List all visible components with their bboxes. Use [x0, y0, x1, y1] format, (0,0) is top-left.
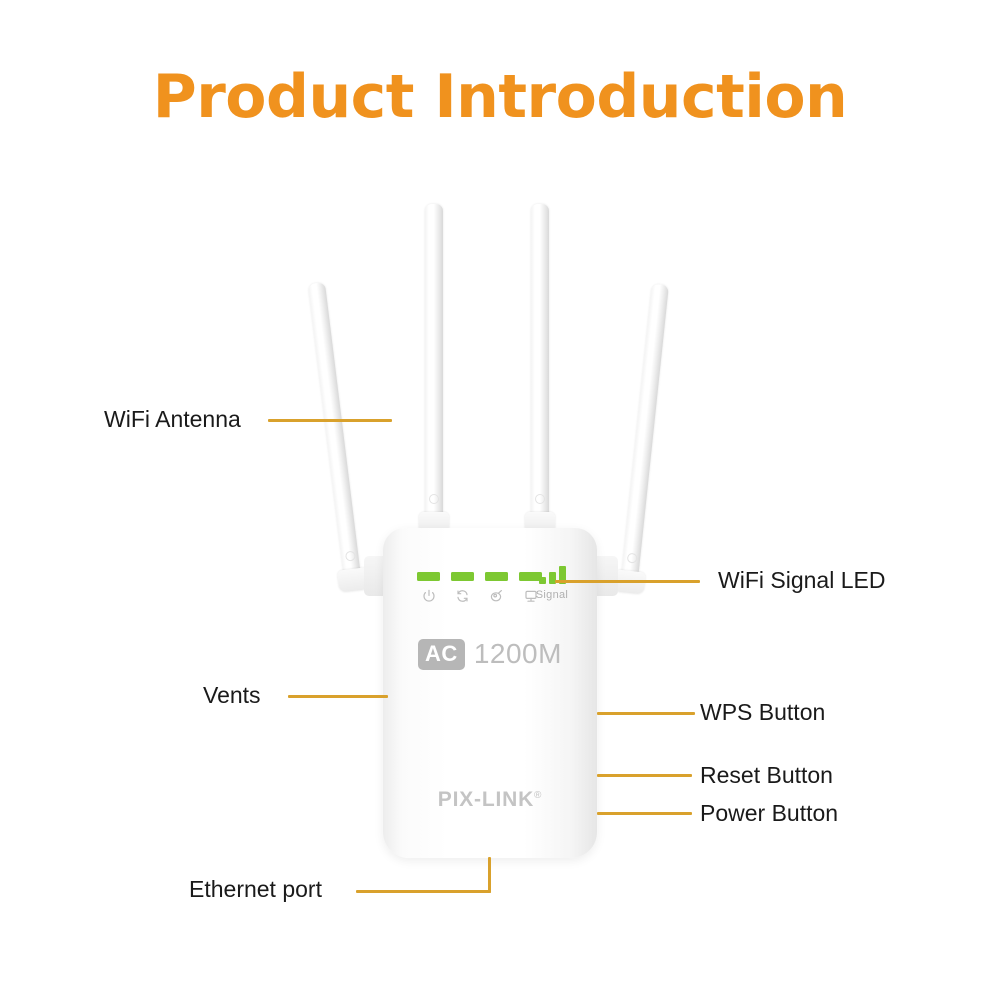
callout-label-reset-button: Reset Button — [700, 762, 833, 788]
led-indicator-bar — [417, 572, 440, 581]
led-power — [417, 572, 440, 603]
leader-line-wifi-antenna — [268, 419, 392, 422]
signal-bar-1 — [538, 577, 546, 584]
antenna-right-inner — [525, 204, 555, 534]
brand-name: PIX-LINK — [437, 788, 535, 811]
ac-standard-badge: AC — [418, 638, 465, 670]
callout-label-wifi-antenna: WiFi Antenna — [104, 406, 241, 432]
status-led-row — [417, 572, 542, 603]
led-indicator-bar — [519, 572, 542, 581]
lan-icon — [519, 588, 542, 603]
led-wireless — [485, 572, 508, 603]
callout-label-power-button: Power Button — [700, 800, 839, 826]
antenna-right-outer — [613, 283, 669, 595]
signal-bar-3 — [558, 566, 566, 584]
device-brand-logo: PIX-LINK® — [383, 788, 597, 812]
signal-strength-indicator: Signal — [524, 566, 580, 601]
callout-label-vents: Vents — [203, 682, 261, 708]
antenna-screw-icon — [429, 494, 439, 504]
led-lan — [519, 572, 542, 603]
leader-line-ethernet-port-vertical — [488, 857, 491, 893]
repeater-icon — [451, 588, 474, 603]
leader-line-reset-button — [597, 774, 692, 777]
callout-label-ethernet-port: Ethernet port — [189, 876, 322, 902]
leader-line-wifi-signal-led — [555, 580, 700, 583]
trademark-icon: ® — [534, 790, 543, 801]
leader-line-vents — [288, 695, 388, 698]
signal-bars — [524, 566, 580, 584]
antenna-left-inner — [419, 204, 449, 534]
antenna-screw-icon — [626, 552, 638, 564]
leader-line-ethernet-port-horizontal — [356, 890, 491, 893]
leader-line-power-button — [597, 812, 692, 815]
antenna-screw-icon — [344, 550, 356, 562]
led-indicator-bar — [485, 572, 508, 581]
wireless-icon — [485, 588, 508, 603]
signal-label: Signal — [535, 589, 569, 601]
led-indicator-bar — [451, 572, 474, 581]
device-speed-value: 1200M — [473, 638, 562, 669]
callout-label-wps-button: WPS Button — [700, 699, 826, 725]
power-icon — [417, 588, 440, 603]
led-repeater — [451, 572, 474, 603]
callout-label-wifi-signal-led: WiFi Signal LED — [718, 567, 886, 593]
antenna-left-outer — [307, 282, 370, 593]
page-title: Product Introduction — [152, 62, 848, 132]
leader-line-wps-button — [597, 712, 695, 715]
signal-bar-2 — [548, 572, 556, 584]
device-speed-marking: AC 1200M — [383, 638, 597, 670]
antenna-screw-icon — [535, 494, 545, 504]
